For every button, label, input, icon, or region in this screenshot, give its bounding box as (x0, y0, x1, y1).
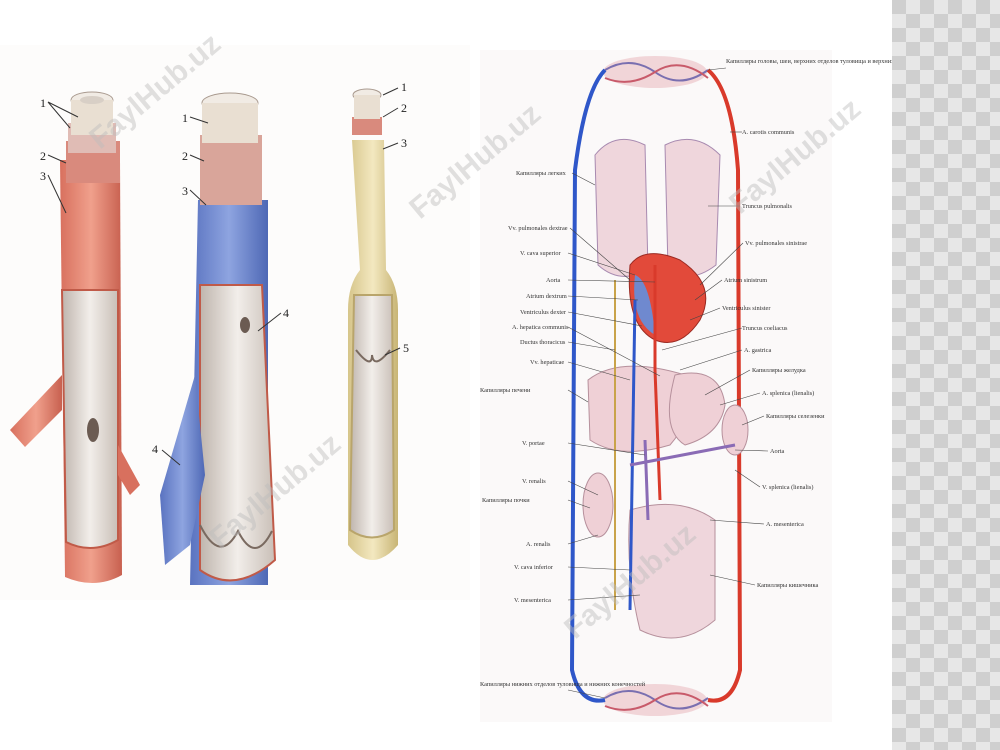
artery-label-3: 3 (40, 169, 46, 183)
label-atrium-dext: Atrium dextrum (526, 293, 567, 300)
leader-lines-circ (567, 67, 769, 699)
label-v-splenica: V. splenica (lienalis) (762, 484, 813, 491)
label-truncus-pulm: Truncus pulmonalis (742, 203, 793, 210)
label-a-hepatica: A. hepatica communis (512, 324, 569, 331)
label-vv-pulm-sin: Vv. pulmonales sinistrae (745, 240, 807, 247)
capillary-net-lower (603, 684, 709, 716)
capillary-net-upper (603, 56, 709, 88)
label-ventr-sin: Ventriculus sinister (722, 305, 771, 312)
circulation-drawing: Капилляры головы, шеи, верхних отделов т… (403, 56, 930, 716)
lymph-label-2: 2 (401, 101, 407, 115)
label-atrium-sin: Atrium sinistrum (724, 277, 767, 284)
label-cap-intestine: Капилляры кишечника (757, 582, 818, 589)
artery-label-2: 2 (40, 149, 46, 163)
label-ductus-thor: Ductus thoracicus (520, 339, 566, 346)
label-aorta-1: Aorta (546, 277, 561, 284)
label-cap-upper: Капилляры головы, шеи, верхних отделов т… (726, 58, 930, 65)
kidney (582, 472, 614, 538)
watermark-circ-2: FaylHub.uz (723, 92, 867, 220)
label-aorta-2: Aorta (770, 448, 785, 455)
vein-label-1: 1 (182, 111, 188, 125)
lung-left (664, 138, 721, 277)
lung-right (594, 138, 649, 277)
label-cap-stomach: Капилляры желудка (752, 367, 806, 374)
label-ventr-dext: Ventriculus dexter (520, 309, 567, 316)
leader-lines (47, 87, 401, 466)
label-v-renalis: V. renalis (522, 478, 546, 485)
lymph-label-5: 5 (403, 341, 409, 355)
label-carotis: A. carotis communis (742, 129, 795, 136)
label-cap-liver: Капилляры печени (480, 387, 531, 394)
label-vv-hepaticae: Vv. hepaticae (530, 359, 564, 366)
venous-return-left (569, 68, 607, 703)
v-cava-inferior (628, 299, 637, 611)
vein-drawing (160, 92, 277, 585)
label-cap-spleen: Капилляры селезенки (766, 413, 825, 420)
artery-label-1: 1 (40, 96, 46, 110)
lymph-vessel-drawing (348, 88, 398, 560)
vein-label-3: 3 (182, 184, 188, 198)
artery-drawing (10, 91, 140, 584)
vein-label-4a: 4 (283, 306, 289, 320)
label-cap-lower: Капилляры нижних отделов туловища и нижн… (480, 681, 646, 688)
label-vcava-inf: V. cava inferior (514, 564, 554, 571)
label-v-mesenterica: V. mesenterica (514, 597, 551, 604)
label-cap-kidney: Капилляры почки (482, 497, 530, 504)
v-portae (629, 439, 736, 521)
vein-label-2: 2 (182, 149, 188, 163)
spleen (721, 404, 749, 456)
lymph-label-3: 3 (401, 136, 407, 150)
label-truncus-coel: Truncus coeliacus (742, 325, 788, 332)
heart-right-side (634, 275, 655, 335)
label-vv-pulm-dext: Vv. pulmonales dextrae (508, 225, 568, 232)
label-a-mesenterica: A. mesenterica (766, 521, 804, 528)
label-a-splenica: A. splenica (lienalis) (762, 390, 814, 397)
vessel-wall-illustration: 1 2 3 1 2 3 4 4 1 2 3 5 FaylHub.uz FaylH… (0, 27, 470, 600)
vessel-wall-drawing: 1 2 3 1 2 3 4 4 1 2 3 5 FaylHub.uz FaylH… (10, 27, 409, 585)
label-v-portae: V. portae (522, 440, 545, 447)
label-a-renalis: A. renalis (526, 541, 551, 548)
circulation-diagram: Капилляры головы, шеи, верхних отделов т… (403, 50, 930, 722)
label-a-gastrica: A. gastrica (744, 347, 771, 354)
decorative-sidebar (892, 0, 1000, 750)
arterial-supply-right (706, 68, 743, 703)
label-vcava-sup: V. cava superior (520, 250, 562, 257)
vein-label-4b: 4 (152, 442, 158, 456)
label-cap-lungs: Капилляры легких (516, 170, 567, 177)
stomach (668, 372, 726, 446)
lymph-label-1: 1 (401, 80, 407, 94)
aorta (653, 265, 662, 501)
